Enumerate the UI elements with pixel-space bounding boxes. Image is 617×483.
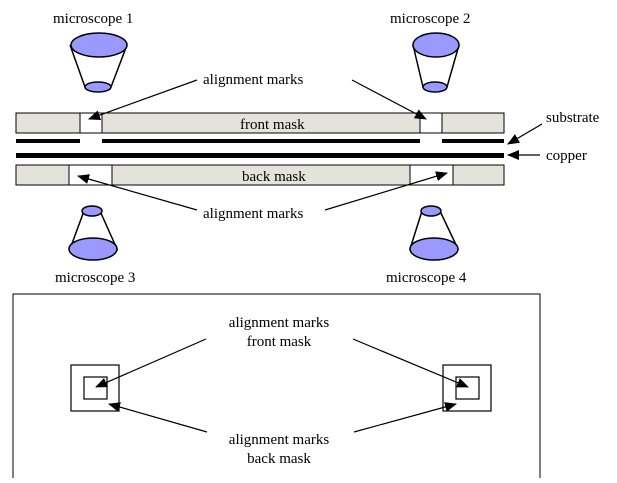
microscope-2-bottom-lens: [422, 81, 448, 93]
inset-arrow-front-left: [95, 338, 207, 388]
microscope-3-top-lens: [81, 205, 103, 217]
microscope-3-label: microscope 3: [55, 270, 135, 286]
microscope-1-bottom-lens: [84, 81, 112, 93]
inset-arrow-front-right: [352, 338, 469, 388]
arrow-to-front-mark-right: [351, 79, 427, 120]
back-mask-bar: [15, 164, 505, 186]
copper-label: copper: [546, 148, 587, 164]
back-mask-label: back mask: [242, 169, 306, 185]
arrow-to-back-mark-right: [324, 171, 448, 211]
front-mask-bar: [15, 112, 505, 134]
arrow-to-substrate: [507, 123, 543, 145]
inset-back-label-line2: back mask: [247, 451, 311, 467]
substrate-label: substrate: [546, 110, 600, 126]
arrow-to-back-mark-left: [77, 174, 198, 211]
microscope-4-top-lens: [420, 205, 442, 217]
microscope-1: [69, 32, 128, 93]
inset-back-label-line1: alignment marks: [229, 432, 330, 448]
microscope-3: [68, 205, 119, 261]
copper-top-segment-3: [442, 139, 504, 143]
microscope-3-bottom-lens: [68, 237, 118, 261]
front-mask-window-right: [419, 112, 443, 134]
microscope-2: [412, 32, 460, 93]
back-mask-window-left: [68, 164, 113, 186]
inset-front-mark-left: [83, 376, 108, 400]
microscope-2-label: microscope 2: [390, 11, 470, 27]
alignment-inset: alignment marks front mask alignment mar…: [12, 293, 541, 478]
microscope-1-label: microscope 1: [53, 11, 133, 27]
substrate-layer: [16, 143, 504, 153]
copper-bottom-layer: [16, 153, 504, 158]
inset-front-mark-right: [455, 376, 480, 400]
inset-arrow-back-right: [353, 402, 457, 433]
inset-frame: [12, 293, 541, 478]
inset-arrow-back-left: [108, 402, 208, 433]
alignment-marks-middle-label: alignment marks: [203, 206, 304, 222]
inset-front-label-line2: front mask: [247, 334, 312, 350]
front-mask: [15, 112, 505, 134]
copper-top-segment-1: [16, 139, 80, 143]
inset-front-label-line1: alignment marks: [229, 315, 330, 331]
alignment-marks-top-label: alignment marks: [203, 72, 304, 88]
microscope-1-top-lens: [70, 32, 128, 58]
microscope-4-bottom-lens: [409, 237, 459, 261]
microscope-4: [408, 205, 460, 261]
microscope-4-label: microscope 4: [386, 270, 467, 286]
front-mask-label: front mask: [240, 117, 305, 133]
arrow-to-front-mark-left: [88, 79, 198, 120]
copper-top-layer: [16, 139, 504, 143]
copper-top-segment-2: [102, 139, 420, 143]
microscope-2-top-lens: [412, 32, 460, 58]
